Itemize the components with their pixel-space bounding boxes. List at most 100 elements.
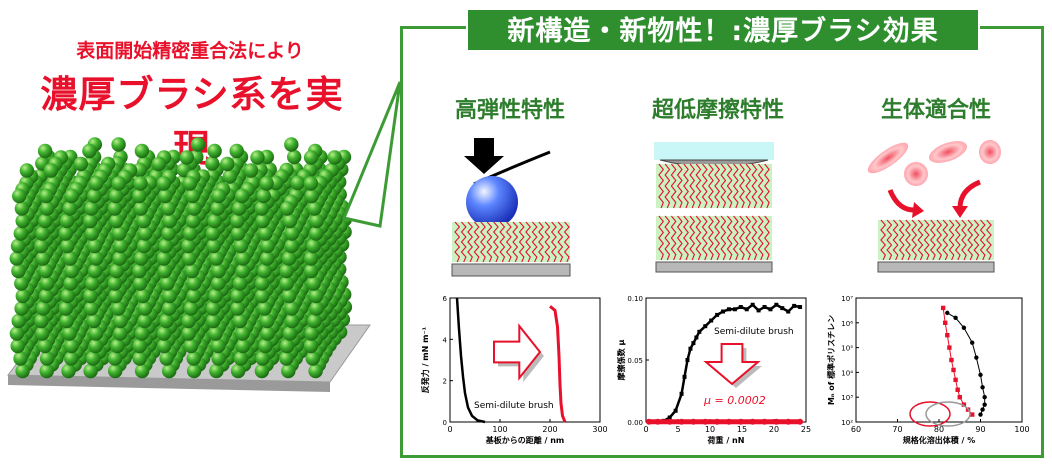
polymer-chain bbox=[670, 163, 677, 209]
polymer-chain bbox=[460, 221, 467, 263]
polymer-chain bbox=[676, 215, 683, 261]
data-point bbox=[961, 325, 967, 330]
bead bbox=[111, 176, 127, 191]
polymer-chain bbox=[985, 219, 992, 261]
bead bbox=[11, 313, 26, 329]
bead bbox=[279, 276, 294, 291]
data-point bbox=[785, 418, 792, 425]
bead bbox=[304, 326, 319, 341]
bead bbox=[132, 263, 147, 279]
polymer-chain bbox=[917, 219, 924, 261]
bead bbox=[303, 150, 319, 165]
bead bbox=[83, 363, 98, 379]
y-tick-label: 2 bbox=[443, 378, 447, 386]
bead bbox=[232, 313, 248, 329]
bead bbox=[14, 301, 29, 316]
bead bbox=[38, 213, 53, 229]
bead bbox=[135, 288, 151, 304]
curved-arrow-icon bbox=[887, 189, 915, 213]
bead bbox=[88, 326, 104, 341]
x-tick-label: 70 bbox=[892, 425, 902, 434]
bead bbox=[182, 251, 197, 266]
bead bbox=[183, 301, 199, 316]
bead bbox=[162, 301, 177, 316]
annotation-label: μ = 0.0002 bbox=[703, 394, 766, 407]
bead bbox=[109, 213, 124, 229]
bead bbox=[211, 351, 226, 366]
bead bbox=[60, 238, 75, 254]
bead bbox=[256, 188, 271, 204]
bead bbox=[37, 143, 53, 159]
polymer-chain bbox=[911, 219, 918, 261]
data-point bbox=[951, 367, 956, 373]
polymer-chain bbox=[707, 163, 714, 209]
x-tick-label: 20 bbox=[769, 425, 779, 434]
bead bbox=[157, 263, 172, 279]
bead bbox=[161, 226, 176, 241]
substrate-edge bbox=[8, 375, 330, 392]
x-tick-label: 10 bbox=[705, 425, 715, 434]
data-point bbox=[737, 418, 744, 425]
bead bbox=[211, 338, 226, 354]
bead bbox=[206, 238, 221, 254]
bead bbox=[39, 188, 54, 204]
brush-layer bbox=[878, 220, 994, 260]
bead bbox=[309, 288, 324, 304]
cell-icon bbox=[928, 141, 968, 163]
bead bbox=[284, 137, 299, 152]
brush-layer bbox=[452, 222, 570, 262]
polymer-chain bbox=[714, 215, 721, 261]
data-point bbox=[945, 333, 950, 338]
bead bbox=[85, 351, 101, 366]
polymer-chain bbox=[658, 163, 665, 209]
bead bbox=[161, 201, 176, 216]
bead bbox=[39, 363, 54, 379]
bead bbox=[284, 301, 299, 316]
polymer-chain bbox=[544, 221, 551, 263]
polymer-chain bbox=[898, 219, 905, 261]
bead bbox=[64, 338, 79, 354]
bead bbox=[282, 213, 298, 229]
bead bbox=[9, 326, 25, 341]
bead bbox=[85, 276, 100, 291]
bead bbox=[303, 251, 319, 266]
y-tick-label: 0 bbox=[443, 419, 447, 427]
bead bbox=[304, 188, 319, 204]
substrate bbox=[655, 261, 773, 273]
bead bbox=[179, 150, 194, 165]
bead bbox=[231, 226, 246, 241]
bead bbox=[15, 363, 30, 379]
bead bbox=[162, 363, 177, 379]
property-title-friction: 超低摩擦特性 bbox=[651, 98, 784, 123]
x-tick-label: 90 bbox=[975, 425, 985, 434]
bead bbox=[63, 351, 79, 366]
x-tick-label: 200 bbox=[542, 425, 557, 434]
bead bbox=[64, 263, 80, 279]
bead bbox=[159, 351, 174, 366]
polymer-chain bbox=[486, 221, 493, 263]
bead bbox=[230, 288, 245, 304]
bead bbox=[15, 213, 30, 229]
elasticity-illustration bbox=[451, 138, 571, 277]
y-tick-label: 10⁶ bbox=[841, 320, 853, 328]
polymer-chain bbox=[726, 163, 733, 209]
bead bbox=[183, 226, 198, 241]
bead bbox=[255, 351, 270, 366]
polymer-chain bbox=[695, 163, 702, 209]
bead bbox=[14, 201, 30, 216]
bead bbox=[279, 263, 294, 279]
bead bbox=[222, 169, 237, 184]
lower-brush-layer bbox=[656, 216, 772, 260]
bead bbox=[235, 263, 250, 279]
bead bbox=[15, 288, 30, 304]
bead bbox=[84, 226, 100, 241]
data-point bbox=[961, 402, 967, 407]
bead bbox=[211, 263, 226, 279]
polymer-chain bbox=[689, 163, 696, 209]
bead bbox=[303, 176, 319, 191]
bead bbox=[63, 276, 78, 291]
polymer-chain bbox=[880, 219, 887, 261]
bead bbox=[254, 363, 270, 379]
bead bbox=[10, 238, 26, 254]
polymer-chain bbox=[720, 215, 727, 261]
